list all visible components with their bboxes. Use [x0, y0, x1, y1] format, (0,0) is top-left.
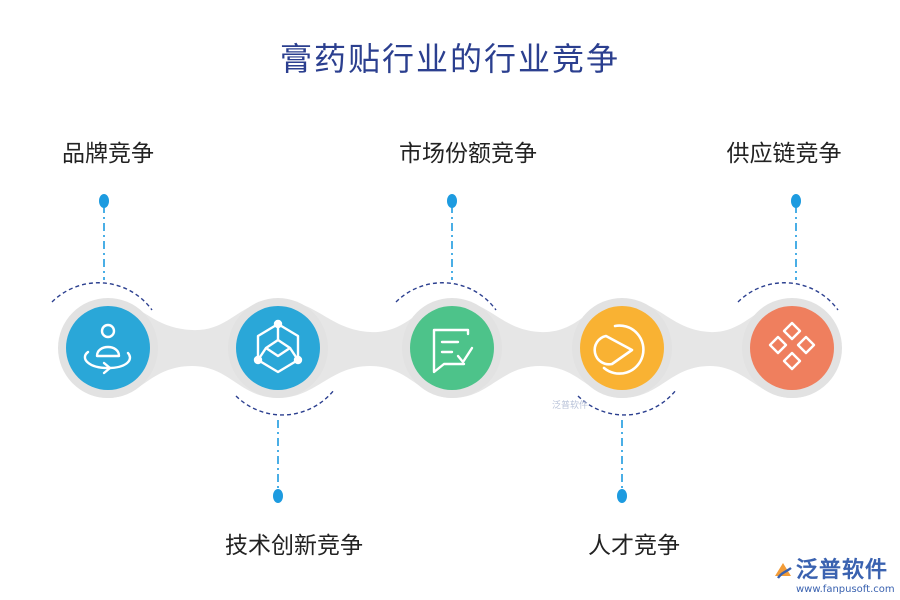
node-circle-4	[580, 306, 664, 390]
label-supply-chain-competition: 供应链竞争	[726, 141, 842, 167]
label-talent-competition: 人才竞争	[588, 533, 680, 559]
chat-check-icon	[432, 328, 474, 374]
brand-logo-icon	[772, 560, 794, 586]
center-watermark: 泛普软件	[552, 401, 589, 411]
watermark-url: www.fanpusoft.com	[796, 583, 895, 595]
watermark: 泛普软件 www.fanpusoft.com	[772, 552, 895, 595]
label-tech-innovation-competition: 技术创新竞争	[225, 533, 363, 559]
diamonds-icon	[768, 321, 816, 371]
label-market-share-competition: 市场份额竞争	[399, 141, 537, 167]
page-title: 膏药贴行业的行业竞争	[279, 40, 620, 78]
network-cube-icon	[253, 319, 303, 374]
person-rotate-icon	[83, 323, 132, 375]
connector-dot	[99, 194, 109, 208]
connector-dot	[273, 489, 283, 503]
connector-dot	[447, 194, 457, 208]
label-brand-competition: 品牌竞争	[62, 141, 154, 167]
connector-dot	[617, 489, 627, 503]
watermark-brand: 泛普软件	[796, 558, 889, 583]
node-circle-2	[236, 306, 320, 390]
node-circle-3	[410, 306, 494, 390]
connector-dot	[791, 194, 801, 208]
node-circle-5	[750, 306, 834, 390]
pie-arc-icon	[593, 324, 645, 375]
